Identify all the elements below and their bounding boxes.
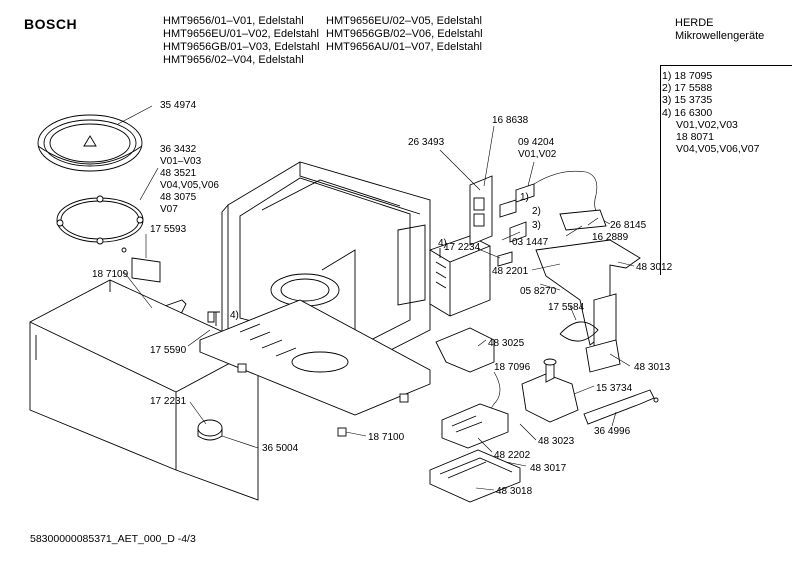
roller-ring bbox=[56, 195, 144, 245]
footnote-legend: 1) 18 7095 2) 17 5588 3) 15 3735 4) 16 6… bbox=[662, 70, 759, 155]
legend-divider-vertical bbox=[660, 65, 661, 275]
guide-rail bbox=[583, 389, 655, 425]
turntable-plate bbox=[37, 114, 143, 172]
control-board bbox=[441, 403, 509, 449]
legend-line: V01,V02,V03 bbox=[676, 118, 738, 131]
screw-icon bbox=[212, 248, 441, 326]
part-label: 18 7096 bbox=[494, 362, 531, 373]
turntable-motor bbox=[197, 419, 223, 441]
part-label: 48 3025 bbox=[488, 338, 525, 349]
legend-divider bbox=[660, 65, 792, 66]
part-label: 18 7109 bbox=[92, 269, 129, 280]
part-label: 17 5593 bbox=[150, 224, 187, 235]
part-label: 48 2201 bbox=[492, 266, 529, 277]
part-label: 05 8270 bbox=[520, 286, 557, 297]
model-line: HMT9656EU/01–V02, Edelstahl bbox=[163, 28, 319, 40]
part-label: 16 2889 bbox=[592, 232, 629, 243]
mounting-bracket bbox=[435, 327, 495, 373]
part-label: 48 2202 bbox=[494, 450, 531, 461]
model-list-2: HMT9656EU/02–V05, Edelstahl HMT9656GB/02… bbox=[326, 15, 483, 54]
part-label: 48 3013 bbox=[634, 362, 671, 373]
cover-plate bbox=[121, 247, 161, 283]
part-label: 26 3493 bbox=[408, 137, 445, 148]
part-label: V04,V05,V06 bbox=[160, 180, 219, 191]
part-label: 17 5590 bbox=[150, 345, 187, 356]
part-label: 18 7100 bbox=[368, 432, 405, 443]
legend-line: 4) 16 6300 bbox=[662, 106, 713, 119]
category-line: Mikrowellengeräte bbox=[675, 30, 765, 42]
magnetron-block bbox=[429, 235, 491, 317]
callout-label: 1) bbox=[520, 192, 529, 203]
model-line: HMT9656EU/02–V05, Edelstahl bbox=[326, 15, 482, 27]
part-label: 16 8638 bbox=[492, 115, 529, 126]
model-line: HMT9656AU/01–V07, Edelstahl bbox=[326, 41, 482, 53]
part-label: 48 3012 bbox=[636, 262, 673, 273]
part-label: 48 3018 bbox=[496, 486, 533, 497]
base-tray bbox=[199, 299, 431, 437]
callout-label: 2) bbox=[532, 206, 541, 217]
part-label: 26 8145 bbox=[610, 220, 647, 231]
model-line: HMT9656/01–V01, Edelstahl bbox=[163, 15, 304, 27]
legend-line: 1) 18 7095 bbox=[662, 70, 713, 82]
part-label: 36 5004 bbox=[262, 443, 299, 454]
part-label: 48 3075 bbox=[160, 192, 197, 203]
legend-line: 3) 15 3735 bbox=[662, 94, 713, 107]
part-label: 17 5584 bbox=[548, 302, 585, 313]
part-label: 36 3432 bbox=[160, 144, 197, 155]
part-label: V07 bbox=[160, 204, 178, 215]
outer-casing bbox=[29, 279, 259, 501]
part-label: 15 3734 bbox=[596, 383, 633, 394]
rating-label bbox=[559, 209, 607, 231]
part-label: 35 4974 bbox=[160, 100, 197, 111]
part-label: 36 4996 bbox=[594, 426, 631, 437]
category-line: HERDE bbox=[675, 17, 714, 29]
category-label: HERDE Mikrowellengeräte bbox=[675, 17, 764, 43]
part-label: 09 4204 bbox=[518, 137, 555, 148]
door-switch-assembly bbox=[469, 175, 535, 246]
model-line: HMT9656GB/01–V03, Edelstahl bbox=[163, 41, 320, 53]
model-line: HMT9656/02–V04, Edelstahl bbox=[163, 54, 304, 66]
part-label: 17 2234 bbox=[444, 242, 481, 253]
small-switch bbox=[497, 251, 513, 267]
air-duct bbox=[535, 239, 641, 373]
part-label: 03 1447 bbox=[512, 237, 549, 248]
brand-logo: BOSCH bbox=[24, 16, 78, 32]
document-footer: 58300000085371_AET_000_D -4/3 bbox=[30, 533, 196, 545]
callout-label: 4) bbox=[230, 310, 239, 321]
callout-label: 3) bbox=[532, 220, 541, 231]
screw-icon bbox=[653, 397, 659, 403]
fan-motor bbox=[521, 358, 579, 423]
model-line: HMT9656GB/02–V06, Edelstahl bbox=[326, 28, 483, 40]
model-list-1: HMT9656/01–V01, Edelstahl HMT9656EU/01–V… bbox=[163, 15, 320, 67]
leader-lines bbox=[117, 105, 635, 491]
part-label: V01–V03 bbox=[160, 156, 202, 167]
legend-line: 2) 17 5588 bbox=[662, 82, 713, 95]
part-label: 48 3521 bbox=[160, 168, 197, 179]
callout-label: 4) bbox=[438, 238, 447, 249]
base-drawer bbox=[429, 449, 521, 503]
legend-line: 18 8071 bbox=[676, 131, 714, 144]
legend-line: V04,V05,V06,V07 bbox=[676, 143, 760, 156]
part-label: 48 3023 bbox=[538, 436, 575, 447]
part-label: 17 2231 bbox=[150, 396, 187, 407]
part-label: V01,V02 bbox=[518, 149, 557, 160]
part-label: 48 3017 bbox=[530, 463, 567, 474]
